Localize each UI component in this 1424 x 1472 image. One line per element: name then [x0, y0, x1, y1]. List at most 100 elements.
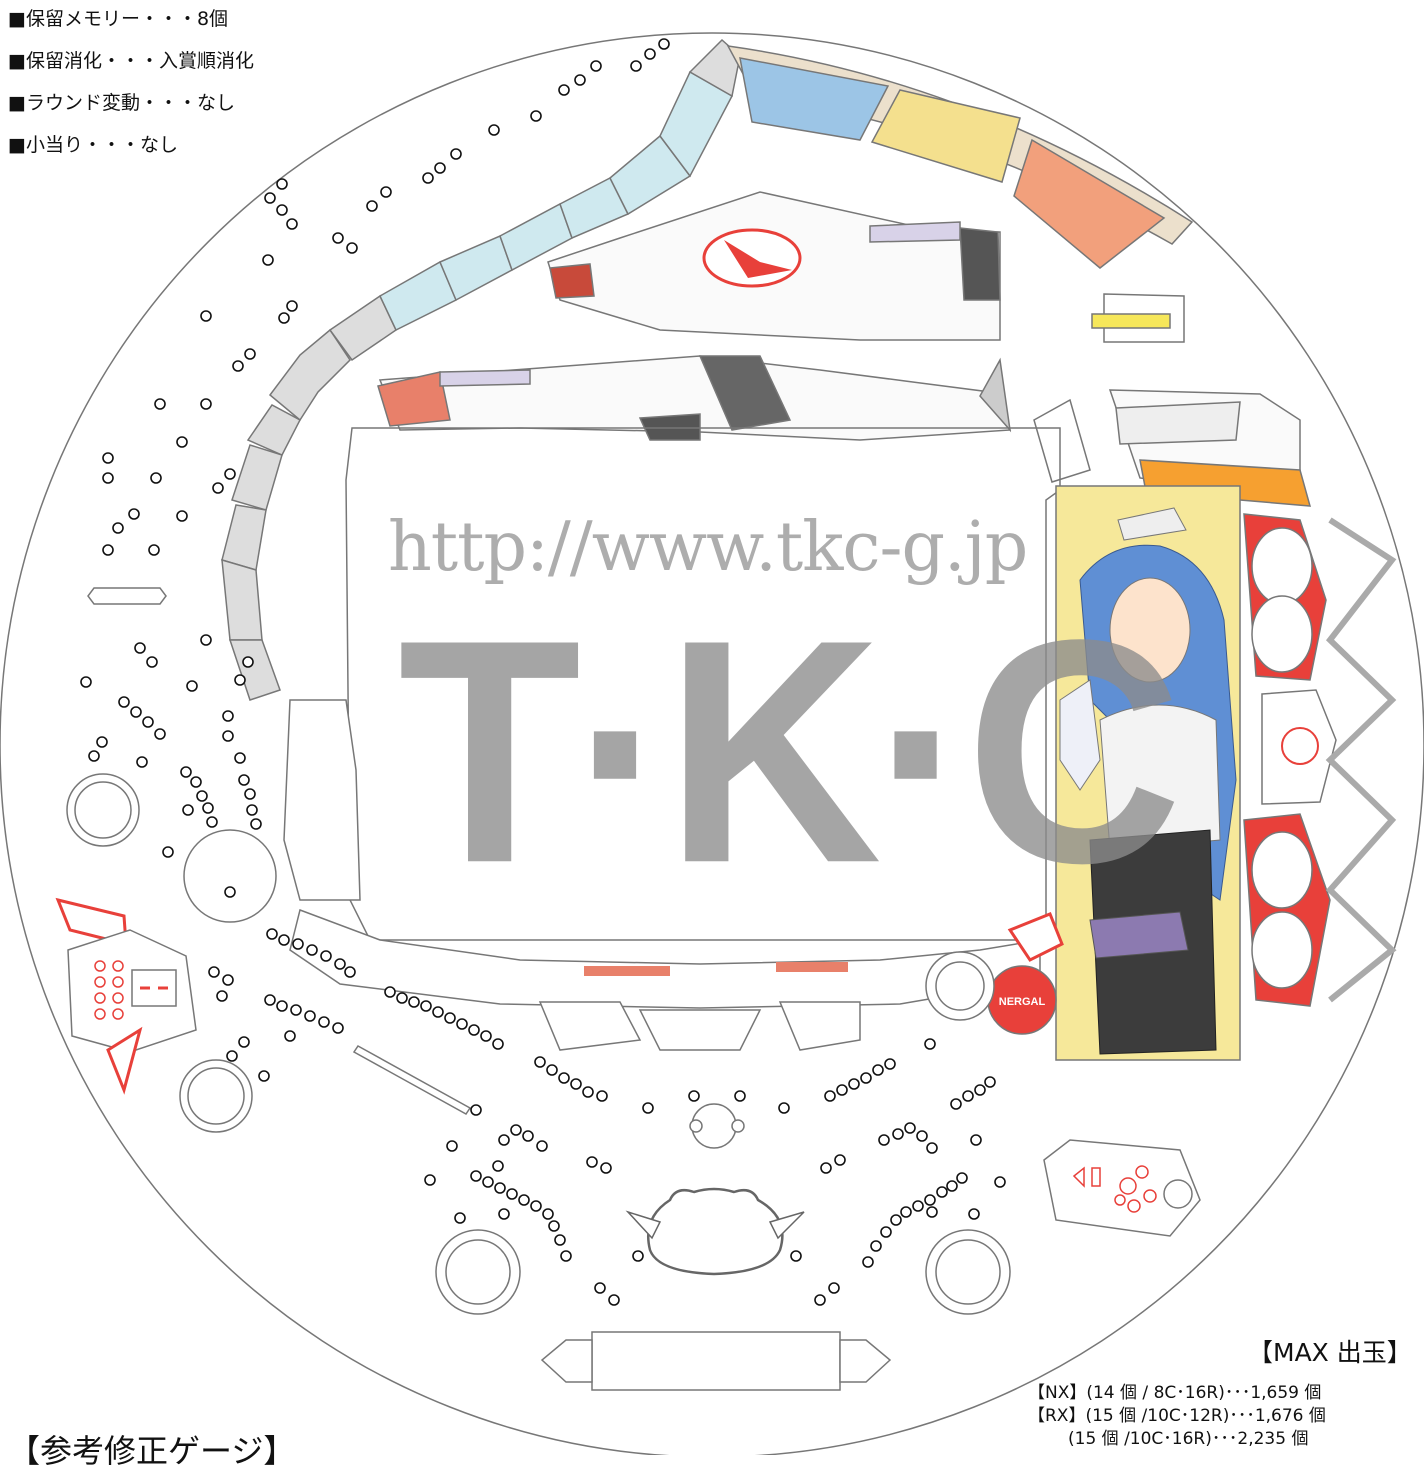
- nail: [492, 1160, 504, 1172]
- nail: [582, 1086, 594, 1098]
- nail: [926, 1206, 938, 1218]
- nail: [912, 1200, 924, 1212]
- nail: [320, 950, 332, 962]
- nail: [498, 1208, 510, 1220]
- nail: [332, 232, 344, 244]
- nail: [518, 1194, 530, 1206]
- nail: [130, 706, 142, 718]
- nail: [558, 1072, 570, 1084]
- nail: [264, 994, 276, 1006]
- nail: [306, 944, 318, 956]
- nail: [878, 1134, 890, 1146]
- nail: [916, 1130, 928, 1142]
- nail: [432, 1006, 444, 1018]
- nail: [688, 1090, 700, 1102]
- start-chucker: [625, 1187, 805, 1276]
- nail: [422, 172, 434, 184]
- nail: [488, 124, 500, 136]
- top-color-panels: [726, 45, 1194, 269]
- nail: [162, 846, 174, 858]
- nail: [482, 1176, 494, 1188]
- nail: [284, 1030, 296, 1042]
- nail: [244, 788, 256, 800]
- left-rail: [221, 38, 741, 701]
- nail: [956, 1172, 968, 1184]
- nail: [186, 680, 198, 692]
- nail: [494, 1182, 506, 1194]
- nail: [206, 816, 218, 828]
- nail: [470, 1104, 482, 1116]
- nail: [88, 750, 100, 762]
- nail: [276, 1000, 288, 1012]
- nail: [904, 1122, 916, 1134]
- nail: [630, 60, 642, 72]
- nail: [246, 804, 258, 816]
- right-ornaments: [1243, 513, 1397, 1007]
- nail: [242, 656, 254, 668]
- nail: [292, 938, 304, 950]
- gauge-title: 【参考修正ゲージ】: [8, 1432, 296, 1470]
- nail: [848, 1078, 860, 1090]
- nail: [208, 966, 220, 978]
- nail: [558, 84, 570, 96]
- nail: [332, 1022, 344, 1034]
- nail: [632, 1250, 644, 1262]
- nail: [548, 1220, 560, 1232]
- nail: [278, 934, 290, 946]
- nail: [200, 398, 212, 410]
- character-window: [1055, 485, 1241, 1061]
- nail: [318, 1016, 330, 1028]
- nail: [102, 472, 114, 484]
- nail: [962, 1090, 974, 1102]
- nail: [366, 200, 378, 212]
- nail: [180, 766, 192, 778]
- nail: [834, 1154, 846, 1166]
- nail: [286, 300, 298, 312]
- nail: [334, 958, 346, 970]
- max-payout-row-rx-12r: 【RX】(15 個 /10C･12R)･･･1,676 個: [1028, 1406, 1326, 1426]
- nail: [542, 1208, 554, 1220]
- nail: [226, 1050, 238, 1062]
- max-payout-title: 【MAX 出玉】: [1248, 1338, 1412, 1367]
- nail: [536, 1140, 548, 1152]
- nail: [814, 1294, 826, 1306]
- nail: [396, 992, 408, 1004]
- nail: [468, 1024, 480, 1036]
- nail: [586, 1156, 598, 1168]
- nail: [176, 510, 188, 522]
- nail: [136, 756, 148, 768]
- nail: [470, 1170, 482, 1182]
- nail: [924, 1194, 936, 1206]
- nail: [102, 544, 114, 556]
- nail: [492, 1038, 504, 1050]
- nail: [202, 802, 214, 814]
- nail: [890, 1214, 902, 1226]
- nail: [522, 1130, 534, 1142]
- nail: [534, 1056, 546, 1068]
- spec-round-variation: ■ラウンド変動・・・なし: [8, 92, 235, 114]
- nail: [118, 696, 130, 708]
- nail: [224, 886, 236, 898]
- nail: [176, 436, 188, 448]
- nail: [530, 1200, 542, 1212]
- out-hole: [87, 587, 892, 1391]
- max-payout-rows: 【NX】(14 個 / 8C･16R)･･･1,659 個 【RX】(15 個 …: [1028, 1382, 1326, 1451]
- nail: [974, 1084, 986, 1096]
- nail: [444, 1012, 456, 1024]
- nail: [880, 1226, 892, 1238]
- watermark-logo: T·K·C: [398, 572, 1182, 930]
- nail: [262, 254, 274, 266]
- upper-right-tower: [1033, 293, 1312, 507]
- nail: [290, 1004, 302, 1016]
- nail: [658, 38, 670, 50]
- nail: [222, 974, 234, 986]
- nail: [506, 1188, 518, 1200]
- nail: [264, 192, 276, 204]
- nail: [554, 1234, 566, 1246]
- nail: [590, 60, 602, 72]
- nail: [594, 1282, 606, 1294]
- nergal-disc: NERGAL: [987, 912, 1064, 1035]
- nail: [560, 1250, 572, 1262]
- nail: [96, 736, 108, 748]
